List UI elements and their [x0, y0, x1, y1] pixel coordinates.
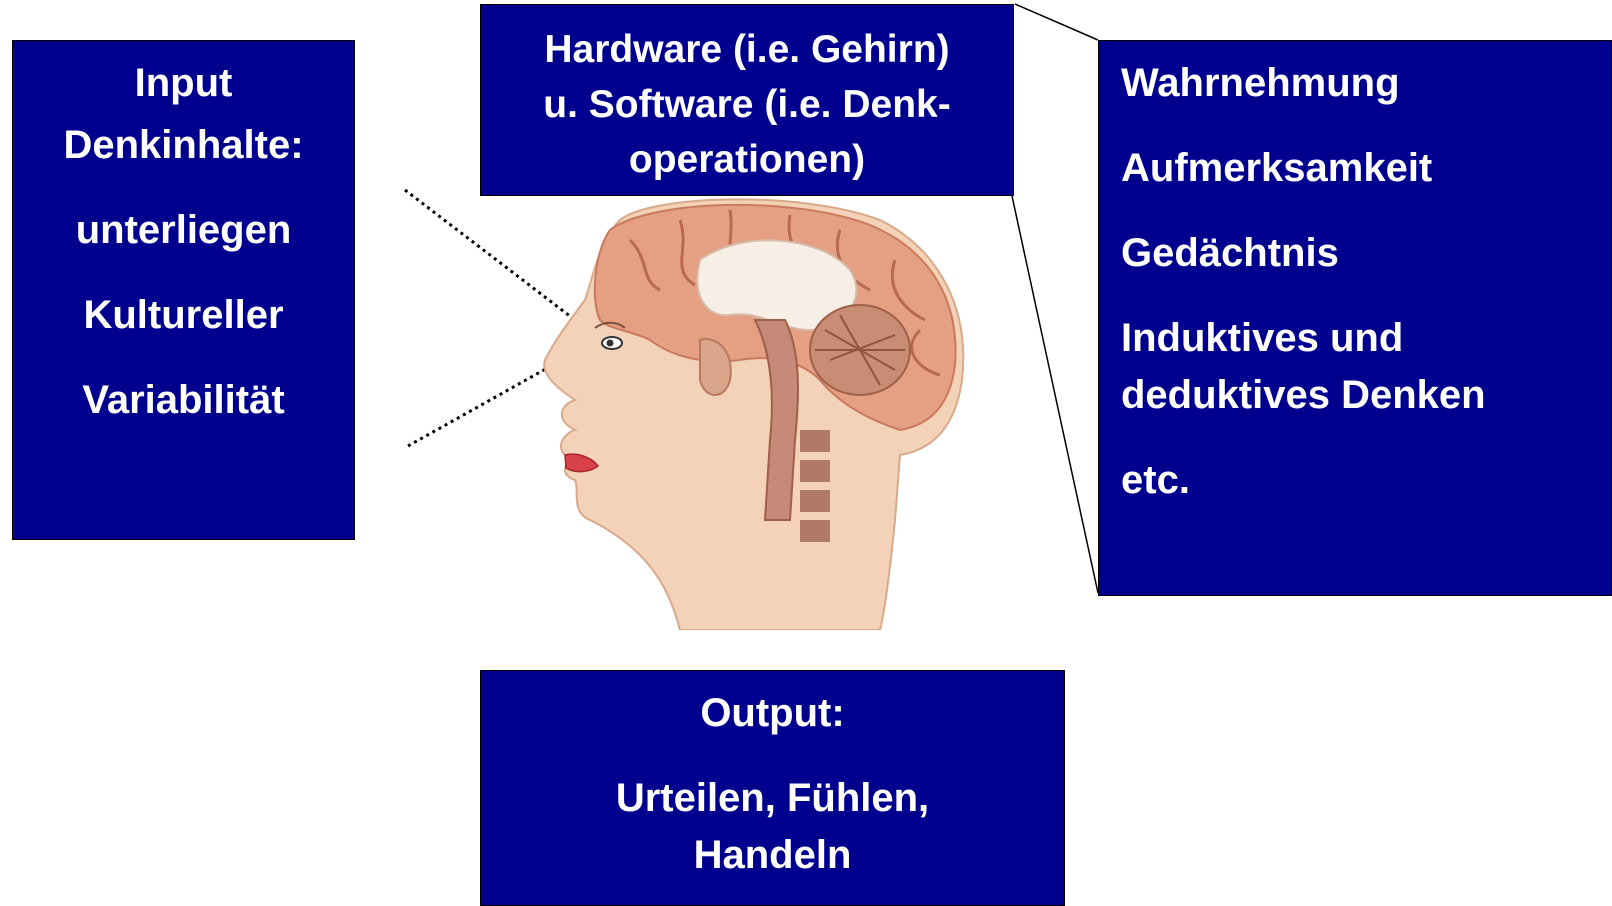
output-label: Output:: [481, 685, 1064, 742]
vertebra-1: [800, 430, 830, 452]
vertebra-3: [800, 490, 830, 512]
function-item-aufmerksamkeit: Aufmerksamkeit: [1121, 140, 1611, 197]
pupil: [607, 340, 614, 347]
input-line-3: unterliegen: [13, 188, 354, 273]
input-line-4: Kultureller: [13, 273, 354, 358]
function-item-wahrnehmung: Wahrnehmung: [1121, 55, 1611, 112]
vertebra-4: [800, 520, 830, 542]
input-line-1: Input: [13, 59, 354, 103]
vertebra-2: [800, 460, 830, 482]
input-line-2: Denkinhalte:: [13, 103, 354, 188]
head-brain-illustration: [500, 190, 980, 630]
input-line-5: Variabilität: [13, 358, 354, 443]
hardware-line-3: operationen): [481, 132, 1013, 187]
input-box: Input Denkinhalte: unterliegen Kulturell…: [12, 40, 355, 540]
function-item-etc: etc.: [1121, 452, 1611, 509]
solid-connector-top: [1015, 4, 1098, 40]
hardware-software-box: Hardware (i.e. Gehirn) u. Software (i.e.…: [480, 4, 1014, 196]
output-text: Urteilen, Fühlen, Handeln: [573, 770, 973, 884]
cognitive-functions-box: Wahrnehmung Aufmerksamkeit Gedächtnis In…: [1098, 40, 1612, 596]
solid-connector-bottom: [1012, 196, 1098, 593]
function-item-denken: Induktives und deduktives Denken: [1121, 310, 1591, 424]
hardware-line-1: Hardware (i.e. Gehirn): [481, 22, 1013, 77]
output-box: Output: Urteilen, Fühlen, Handeln: [480, 670, 1065, 906]
hardware-line-2: u. Software (i.e. Denk-: [481, 77, 1013, 132]
function-item-gedaechtnis: Gedächtnis: [1121, 225, 1611, 282]
